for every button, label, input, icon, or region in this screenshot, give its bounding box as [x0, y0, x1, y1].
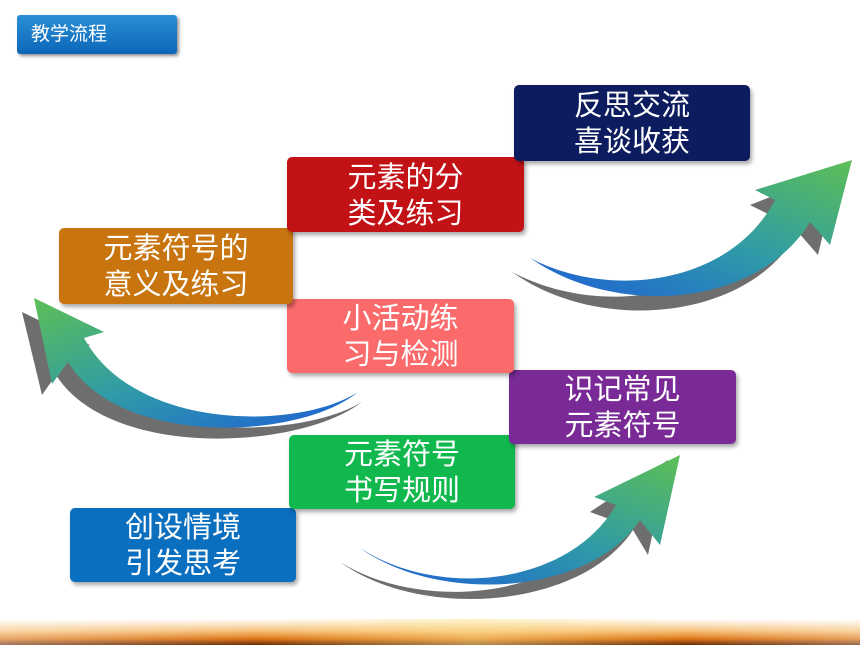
- step-label-line1: 元素符号: [343, 437, 460, 471]
- step-memorize-symbols[interactable]: 识记常见 元素符号: [509, 370, 736, 444]
- step-label-line1: 小活动练: [342, 301, 459, 335]
- step-label-line1: 元素符号的: [103, 231, 249, 265]
- step-label-line2: 元素符号: [564, 408, 681, 442]
- step-label-line2: 意义及练习: [103, 267, 249, 301]
- arrow-middle-left: [22, 298, 362, 439]
- arrow-lower-right: [340, 455, 680, 599]
- step-label-line2: 习与检测: [342, 337, 459, 371]
- section-title: 教学流程: [17, 15, 177, 54]
- step-label-line1: 元素的分: [347, 159, 464, 194]
- step-writing-rules[interactable]: 元素符号 书写规则: [289, 435, 515, 509]
- step-reflection[interactable]: 反思交流 喜谈收获: [514, 85, 750, 161]
- step-label-line2: 类及练习: [347, 195, 464, 230]
- step-create-scenario[interactable]: 创设情境 引发思考: [70, 508, 296, 582]
- step-label-line2: 喜谈收获: [573, 124, 690, 158]
- step-symbol-meaning[interactable]: 元素符号的 意义及练习: [59, 228, 293, 304]
- arrow-upper-right: [512, 160, 852, 311]
- step-label-line1: 反思交流: [573, 88, 690, 122]
- step-classification[interactable]: 元素的分 类及练习: [287, 157, 524, 232]
- step-label-line1: 创设情境: [124, 510, 241, 544]
- step-label-line2: 引发思考: [124, 546, 241, 580]
- step-label-line1: 识记常见: [564, 372, 681, 406]
- step-activity-test[interactable]: 小活动练 习与检测: [287, 299, 514, 373]
- decorative-bottom-glow: [0, 619, 860, 645]
- step-label-line2: 书写规则: [343, 473, 460, 507]
